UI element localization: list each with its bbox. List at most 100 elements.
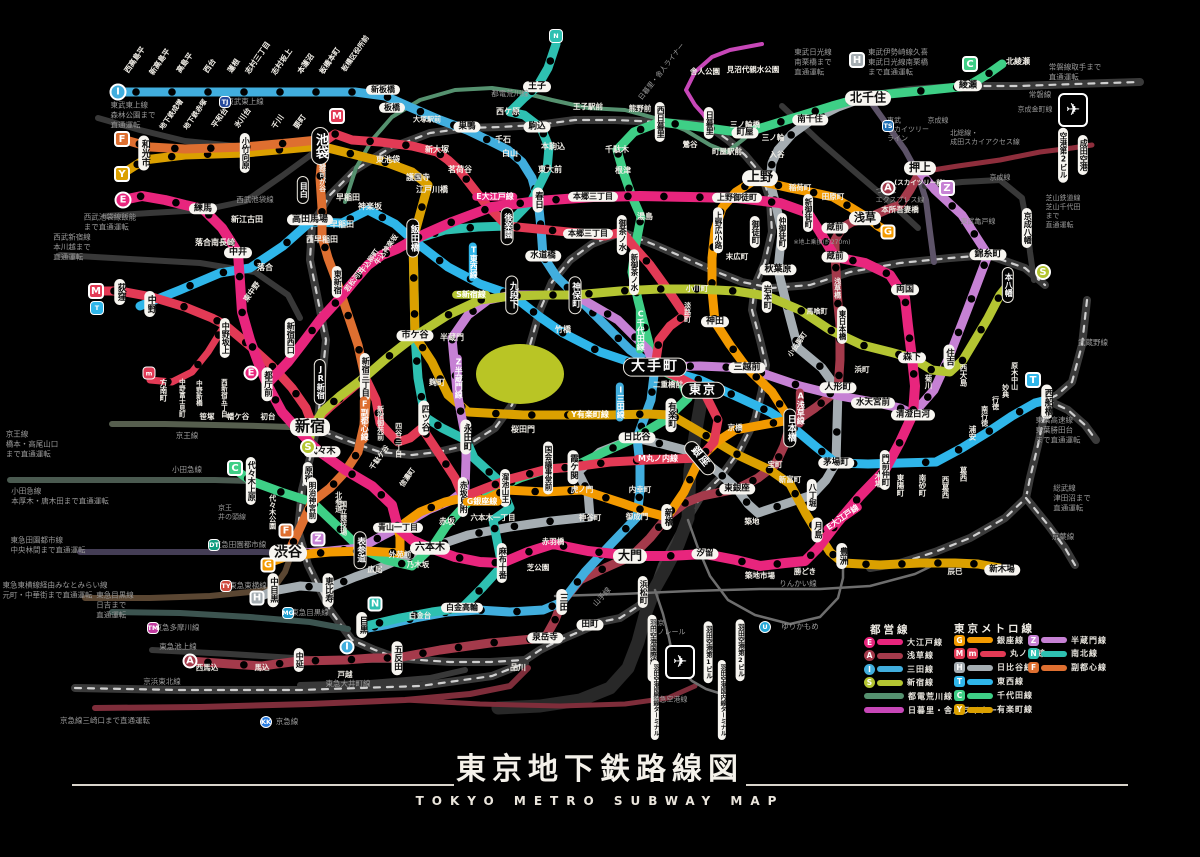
station-dot [283,238,291,247]
station-label: 国立競技場 [339,500,348,536]
line-symbol-badge-DT: DT [208,539,220,551]
station-label: 赤羽橋 [541,537,565,547]
airport-icon: ✈ [1058,93,1088,127]
station-label: 内幸町 [628,485,652,495]
station-label: 空港第2ビル [1058,127,1068,183]
line-name-label: E大江戸線 [821,501,865,535]
station-dot [329,480,338,488]
station-dot [491,480,500,489]
station-label: 南砂町 [917,473,927,497]
area-note: 北総線・ 成田スカイアクセス線 [950,128,1020,146]
line-keihin-rail-dash [73,661,527,692]
area-note: 東急目黒線 [291,608,329,618]
station-label: 清澄白河 [890,409,936,421]
legend-line-swatch [877,639,903,645]
station-dot [718,472,727,480]
area-note: 東急目黒線 日吉まで 直通運転 [96,590,134,619]
station-label: 神谷町 [578,513,602,523]
line-symbol-badge-H: H [249,590,265,606]
station-label: 五反田 [391,641,403,675]
station-dot [442,460,450,468]
station-dot [696,193,704,202]
station-label: 早稲田 [336,192,360,202]
station-dot [462,175,471,183]
station-label: 白金台 [408,611,432,621]
line-narita-sky-access [917,142,1095,175]
legend-line-symbol: A [864,650,875,662]
station-label: 西早稲田 [306,234,338,244]
station-dot [768,160,776,169]
station-label: 半蔵門 [440,332,464,342]
station-dot [660,192,668,201]
station-dot [603,310,612,318]
legend-line-symbol: T [954,676,965,688]
station-label: 代々木上原 [245,457,257,505]
station-dot [598,565,606,574]
station-label: 築地 [744,517,760,527]
station-dot [377,491,386,499]
station-dot [289,537,298,546]
station-label: 四谷三丁目 [394,422,403,458]
station-dot [448,515,456,524]
area-note: 西武新宿線 本川越まで 直通運転 [53,232,91,261]
station-label: 赤坂 [439,516,455,526]
station-label: 日本橋 [783,408,797,448]
station-label: 霞ケ関 [567,450,579,484]
station-label: 押上 [904,161,936,175]
legend-line-swatch [877,666,903,673]
line-symbol-badge-N: N [367,596,383,612]
station-dot [525,547,533,556]
station-dot [760,405,768,413]
station-label: 馬込 [254,663,270,673]
station-label: 原宿 [302,462,314,486]
station-label: 乃木坂 [406,560,430,570]
station-label: 馬喰町 [806,307,828,316]
station-label: 綾瀬 [953,80,983,92]
station-dot [427,503,436,512]
station-label: 茅場町 [818,457,854,469]
station-dot [308,326,316,335]
line-symbol-badge-TY: TY [220,580,232,592]
station-dot [516,199,525,208]
station-label: 練馬 [188,203,218,215]
line-symbol-badge-TS: TS [882,120,894,132]
station-dot [585,289,593,298]
station-dot [240,88,248,96]
station-dot [402,141,410,150]
station-label: 目黒 [356,612,368,638]
station-dot [511,109,520,118]
station-dot [512,223,521,231]
area-note: ゆりかもめ [781,622,819,632]
station-dot [475,587,483,595]
station-dot [954,446,963,454]
station-dot [347,655,356,664]
line-toden-arakawa [343,86,760,204]
station-label: 東中野 [241,279,262,304]
legend-line-symbol: I [864,663,875,675]
station-label: 青山一丁目 [373,522,423,534]
station-dot [469,307,477,316]
station-dot [843,201,851,210]
station-label: 戸越 [337,670,353,680]
area-note: りんかい線 [779,579,817,589]
station-label: 志村三丁目 [243,39,273,76]
line-symbol-badge-KK: KK [260,716,272,728]
station-label: 日暮里 [703,107,715,139]
legend-line-symbol: F [1028,662,1039,674]
station-label: 御成門 [625,512,649,522]
station-dot [481,205,489,214]
station-label: 森下 [897,352,927,364]
station-dot [448,335,456,344]
line-symbol-badge-TJ: TJ [219,96,231,108]
station-dot [787,131,795,139]
area-note: 京王線 [175,431,199,441]
area-note: 芝山鉄道線 芝山千代田 まで 直通運転 [1045,193,1081,230]
station-dot [531,487,539,496]
station-label: 見沼代親水公園 [726,65,780,75]
station-dot [316,549,325,557]
station-label: 雑司が谷 [318,164,327,192]
station-dot [905,334,914,343]
